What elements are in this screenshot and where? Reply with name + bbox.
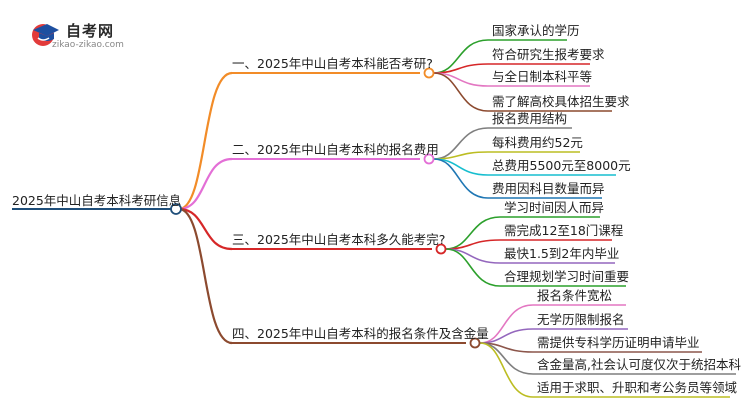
branch-node-circle	[423, 153, 435, 165]
branch-node-circle	[435, 243, 447, 255]
branch-node-circle	[423, 67, 435, 79]
leaf-label: 最快1.5到2年内毕业	[504, 246, 620, 261]
leaf-label: 与全日制本科平等	[492, 69, 593, 84]
root-node-label: 2025年中山自考本科考研信息	[12, 193, 182, 208]
branch-label: 二、2025年中山自考本科的报名费用	[232, 142, 439, 157]
leaf-label: 含金量高,社会认可度仅次于统招本科	[537, 357, 741, 372]
leaf-label: 需了解高校具体招生要求	[492, 94, 630, 109]
leaf-label: 总费用5500元至8000元	[492, 158, 631, 173]
leaf-label: 国家承认的学历	[492, 23, 580, 38]
leaf-label: 合理规划学习时间重要	[504, 269, 630, 284]
logo-url: zikao-zikao.com	[52, 40, 124, 50]
leaf-label: 报名条件宽松	[537, 288, 613, 303]
leaf-label: 费用因科目数量而异	[492, 181, 605, 196]
leaf-link	[433, 158, 489, 199]
leaf-link	[433, 72, 489, 112]
branch-link	[178, 157, 233, 211]
graduation-cap-logo-icon	[30, 20, 60, 48]
leaf-label: 报名费用结构	[492, 111, 568, 126]
leaf-label: 学习时间因人而异	[504, 200, 605, 215]
leaf-link	[433, 151, 489, 160]
leaf-label: 无学历限制报名	[537, 312, 625, 327]
leaf-label: 符合研究生报考要求	[492, 47, 605, 62]
branch-label: 三、2025年中山自考本科多久能考完?	[232, 232, 446, 247]
leaf-label: 每科费用约52元	[492, 135, 583, 150]
leaf-link	[479, 342, 534, 398]
branch-node-circle	[469, 337, 481, 349]
branch-link	[178, 207, 233, 251]
leaf-label: 需完成12至18门课程	[504, 223, 624, 238]
root-node-circle	[170, 203, 182, 215]
branch-label: 一、2025年中山自考本科能否考研?	[232, 56, 433, 71]
leaf-label: 适用于求职、升职和考公务员等领域	[537, 380, 738, 395]
leaf-label: 需提供专科学历证明申请毕业	[537, 335, 700, 350]
branch-link	[178, 207, 233, 345]
logo-title: 自考网	[66, 22, 115, 40]
branch-label: 四、2025年中山自考本科的报名条件及含金量	[232, 326, 489, 341]
leaf-link	[445, 248, 501, 287]
branch-link	[178, 71, 233, 211]
